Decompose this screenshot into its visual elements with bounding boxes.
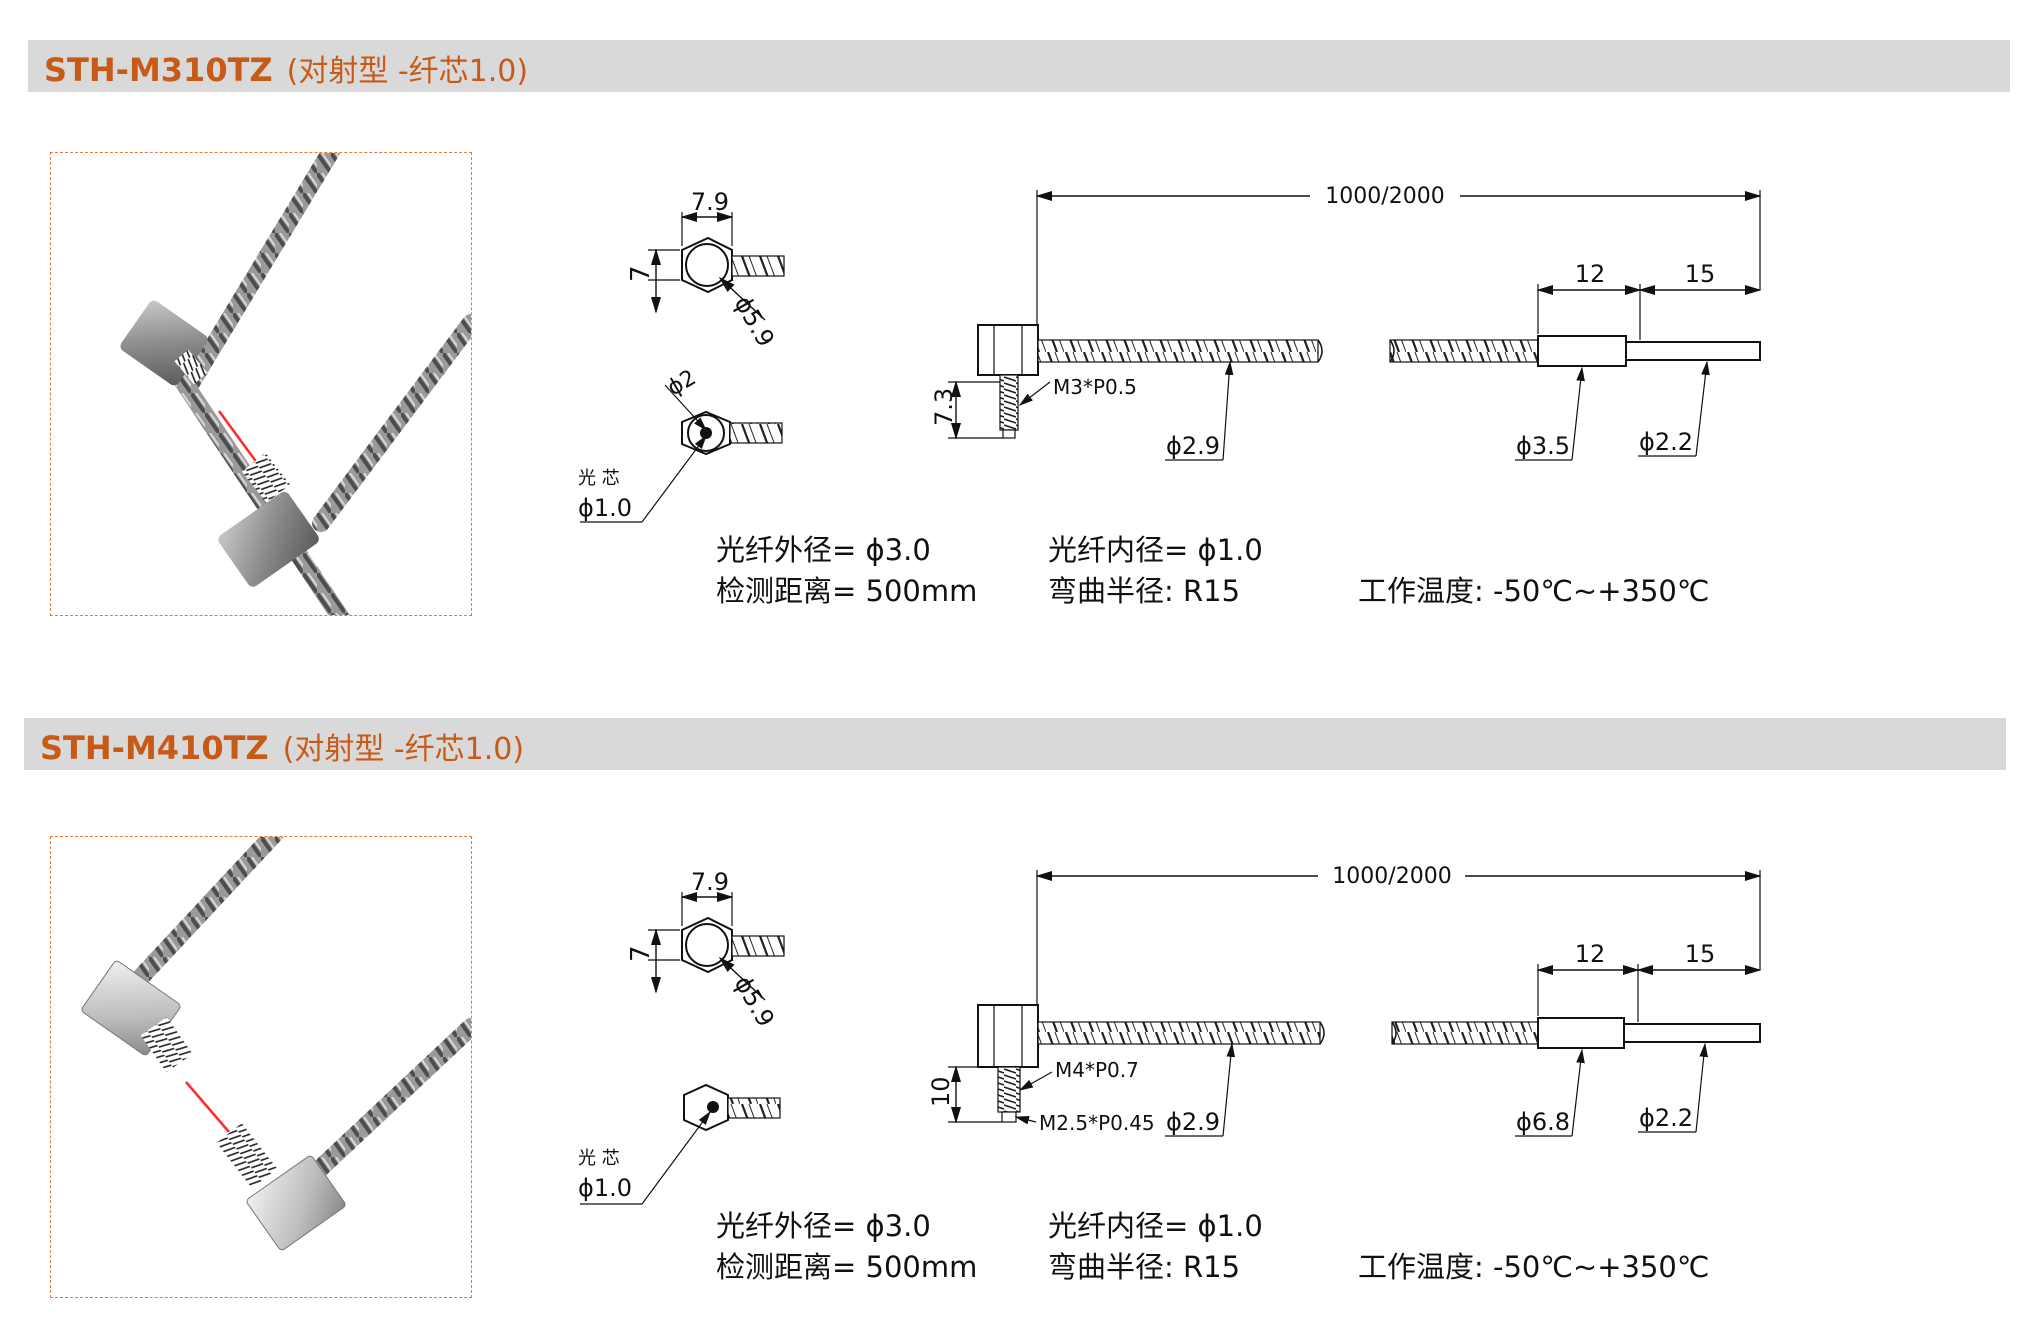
dimension-drawing-2: 7.9 7 ϕ5.9 光 芯 ϕ1.0 1000/2000 10 M4*P0.7 <box>578 864 1762 1205</box>
specs-col-3: 工作温度: -50℃~+350℃ <box>1358 571 1709 612</box>
model-subtitle: (对射型 -纤芯1.0) <box>286 54 529 89</box>
specs-col-1: 光纤外径= ϕ3.0 检测距离= 500mm <box>716 1206 977 1288</box>
spec-detect-distance: 检测距离= 500mm <box>716 1250 978 1284</box>
dim-sheath-diameter: ϕ2.9 <box>1166 1108 1220 1136</box>
spec-outer-diameter: 光纤外径= ϕ3.0 <box>716 1209 931 1243</box>
dim-head-height: 7 <box>626 945 656 962</box>
fiber-sensor-render <box>120 153 471 615</box>
dim-thread: M4*P0.7 <box>1055 1058 1139 1082</box>
dim-head-diameter: ϕ5.9 <box>729 291 780 352</box>
specs-col-3: 工作温度: -50℃~+350℃ <box>1358 1247 1709 1288</box>
dim-tip-length-b: 15 <box>1685 260 1716 288</box>
dim-lens-diameter: ϕ2 <box>663 365 700 401</box>
model-code: STH-M310TZ <box>44 51 273 89</box>
dim-fiber-core: ϕ1.0 <box>578 1174 632 1202</box>
dim-tip-diameter: ϕ2.2 <box>1639 1104 1693 1132</box>
dim-thread-tip: M2.5*P0.45 <box>1039 1111 1155 1135</box>
spec-bend-radius: 弯曲半径: R15 <box>1048 574 1241 608</box>
side-view: 1000/2000 7.3 M3*P0.5 ϕ2.9 12 15 ϕ3.5 ϕ2… <box>930 184 1762 461</box>
head-front-view: 7.9 7 ϕ5.9 <box>626 188 785 352</box>
fiber-sensor-render <box>81 837 471 1251</box>
dim-sheath-diameter: ϕ2.9 <box>1166 432 1220 460</box>
spec-outer-diameter: 光纤外径= ϕ3.0 <box>716 533 931 567</box>
dim-total-length: 1000/2000 <box>1325 184 1444 209</box>
model-title: STH-M310TZ (对射型 -纤芯1.0) <box>44 46 528 90</box>
dim-thread-length: 7.3 <box>930 388 958 426</box>
dim-head-width: 7.9 <box>691 188 729 216</box>
dim-thread-length: 10 <box>927 1076 955 1107</box>
specs-col-1: 光纤外径= ϕ3.0 检测距离= 500mm <box>716 530 977 612</box>
side-view: 1000/2000 10 M4*P0.7 M2.5*P0.45 ϕ2.9 12 … <box>927 864 1762 1137</box>
dim-tip-length-b: 15 <box>1685 940 1716 968</box>
model-subtitle: (对射型 -纤芯1.0) <box>282 732 525 767</box>
dim-tip-diameter: ϕ2.2 <box>1639 428 1693 456</box>
specs-col-2: 光纤内径= ϕ1.0 弯曲半径: R15 <box>1048 530 1263 612</box>
dim-ferrule-diameter: ϕ3.5 <box>1516 432 1570 460</box>
specs-col-2: 光纤内径= ϕ1.0 弯曲半径: R15 <box>1048 1206 1263 1288</box>
product-photo-2 <box>50 836 472 1298</box>
dim-head-height: 7 <box>626 265 656 282</box>
lens-view: ϕ2 光 芯 ϕ1.0 <box>578 365 783 523</box>
dim-head-diameter: ϕ5.9 <box>729 971 780 1032</box>
model-title: STH-M410TZ (对射型 -纤芯1.0) <box>40 724 524 768</box>
head-front-view: 7.9 7 ϕ5.9 <box>626 868 785 1032</box>
dimension-drawing-1: 7.9 7 ϕ5.9 ϕ2 光 芯 ϕ1.0 1000/2000 7.3 <box>578 184 1762 523</box>
dim-thread: M3*P0.5 <box>1053 375 1137 399</box>
spec-temperature: 工作温度: -50℃~+350℃ <box>1358 574 1710 608</box>
spec-temperature: 工作温度: -50℃~+350℃ <box>1358 1250 1710 1284</box>
spec-detect-distance: 检测距离= 500mm <box>716 574 978 608</box>
dim-tip-length-a: 12 <box>1575 260 1606 288</box>
light-beam <box>185 1081 230 1133</box>
spec-inner-diameter: 光纤内径= ϕ1.0 <box>1048 533 1263 567</box>
product-photo-1 <box>50 152 472 616</box>
dim-total-length: 1000/2000 <box>1332 864 1451 889</box>
fiber-core-label: 光 芯 <box>578 468 620 489</box>
spec-inner-diameter: 光纤内径= ϕ1.0 <box>1048 1209 1263 1243</box>
dim-head-width: 7.9 <box>691 868 729 896</box>
spec-bend-radius: 弯曲半径: R15 <box>1048 1250 1241 1284</box>
section-header-2: STH-M410TZ (对射型 -纤芯1.0) <box>24 718 2006 770</box>
dim-fiber-core: ϕ1.0 <box>578 494 632 522</box>
dim-tip-length-a: 12 <box>1575 940 1606 968</box>
section-header-1: STH-M310TZ (对射型 -纤芯1.0) <box>28 40 2010 92</box>
model-code: STH-M410TZ <box>40 729 269 767</box>
lens-view: 光 芯 ϕ1.0 <box>578 1083 781 1205</box>
dim-ferrule-diameter: ϕ6.8 <box>1516 1108 1570 1136</box>
fiber-core-label: 光 芯 <box>578 1148 620 1169</box>
